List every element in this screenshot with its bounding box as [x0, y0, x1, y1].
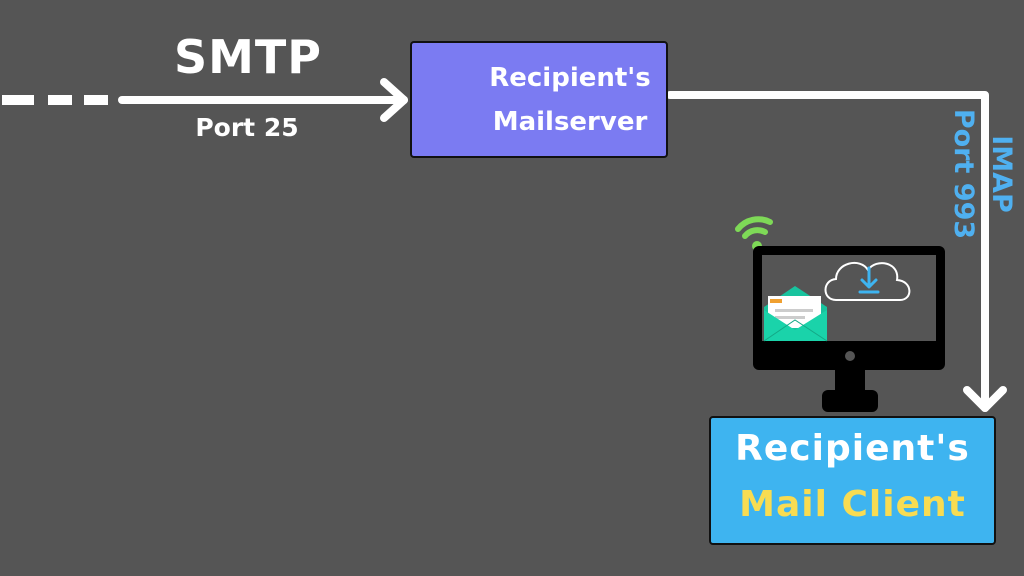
mailserver-label: Recipient's Mailserver	[470, 56, 670, 144]
envelope-icon	[763, 286, 828, 342]
mail-client-label-line2: Mail Client	[739, 484, 966, 525]
imap-port-label: Port 993	[948, 108, 979, 240]
imap-label: IMAP	[986, 135, 1017, 213]
mailserver-label-line2: Mailserver	[492, 107, 648, 137]
imap-arrow	[666, 91, 1007, 412]
imap-label-group: IMAP Port 993	[930, 104, 1020, 244]
mailserver-node	[410, 41, 668, 158]
mailserver-label-line1: Recipient's	[489, 63, 651, 93]
mail-client-node	[709, 416, 996, 545]
smtp-arrow	[118, 78, 408, 122]
cloud-download-icon	[824, 261, 911, 301]
smtp-port-label: Port 25	[195, 113, 299, 142]
mail-client-label-line1: Recipient's	[735, 428, 970, 469]
smtp-label: SMTP	[174, 30, 322, 84]
